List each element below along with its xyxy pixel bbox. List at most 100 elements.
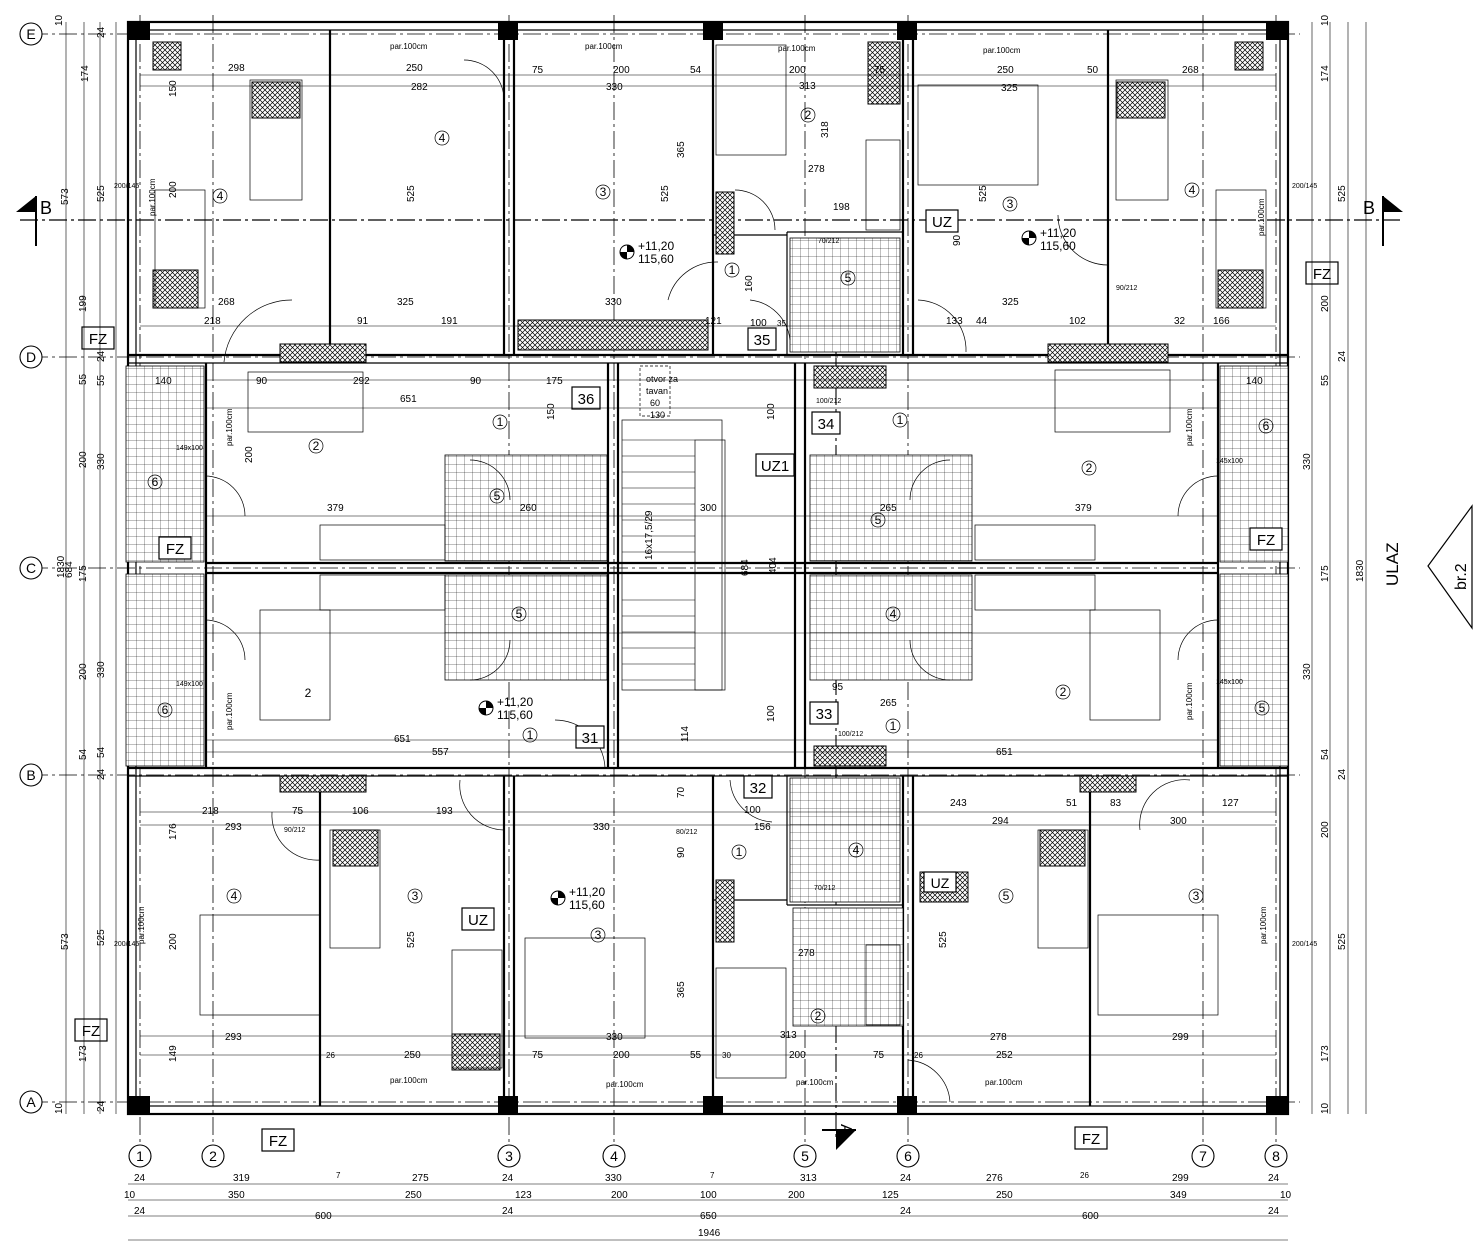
svg-text:par.100cm: par.100cm (778, 44, 816, 53)
svg-text:90: 90 (470, 376, 482, 387)
svg-text:313: 313 (780, 1030, 797, 1041)
svg-text:75: 75 (873, 1050, 885, 1061)
svg-text:60: 60 (650, 398, 660, 408)
svg-text:24: 24 (900, 1206, 912, 1217)
svg-text:278: 278 (990, 1032, 1007, 1043)
unit-35-tag: 35 (754, 332, 771, 349)
svg-text:95: 95 (832, 682, 844, 693)
furniture (154, 44, 1267, 1079)
svg-text:100: 100 (744, 805, 761, 816)
svg-text:651: 651 (996, 747, 1013, 758)
svg-text:par.100cm: par.100cm (390, 1076, 428, 1085)
axis-label-e: E (26, 26, 35, 42)
uz-tag: UZ (932, 214, 952, 231)
svg-text:200: 200 (613, 65, 630, 76)
parapet-labels: par.100cm par.100cm par.100cm par.100cm … (137, 42, 1268, 1089)
svg-text:282: 282 (411, 82, 428, 93)
svg-text:292: 292 (353, 376, 370, 387)
svg-text:3: 3 (1193, 889, 1200, 903)
svg-text:tavan: tavan (646, 386, 668, 396)
svg-text:319: 319 (233, 1173, 250, 1184)
svg-text:268: 268 (218, 297, 235, 308)
svg-text:330: 330 (605, 297, 622, 308)
svg-text:330: 330 (606, 1032, 623, 1043)
axis-bubbles-horizontal: E D C B A (19, 22, 43, 1114)
svg-text:365: 365 (676, 141, 687, 158)
fz-tag: FZ (166, 541, 184, 558)
svg-text:525: 525 (1337, 185, 1348, 202)
axis-label-c: C (26, 560, 36, 576)
svg-text:200: 200 (789, 65, 806, 76)
svg-text:200: 200 (1320, 821, 1331, 838)
svg-text:70: 70 (676, 786, 687, 798)
svg-text:265: 265 (880, 503, 897, 514)
svg-text:684: 684 (740, 559, 751, 576)
svg-text:265: 265 (880, 698, 897, 709)
tiled-areas (125, 237, 1289, 1027)
svg-text:100/212: 100/212 (838, 731, 863, 738)
svg-text:525: 525 (938, 931, 949, 948)
svg-text:par.100cm: par.100cm (1185, 682, 1194, 720)
svg-text:557: 557 (432, 747, 449, 758)
svg-text:200/145: 200/145 (114, 183, 139, 190)
svg-text:140: 140 (155, 376, 172, 387)
interior-dimension-lines (140, 74, 1276, 1056)
right-dimensions: 10 174 525 200 24 55 330 175 330 54 24 2… (1302, 14, 1367, 1114)
svg-text:149x100: 149x100 (176, 445, 203, 452)
staircase: 16x17,5/29 otvor za tavan 60 130 (621, 365, 726, 691)
svg-text:115,60: 115,60 (497, 708, 533, 722)
svg-text:par.100cm: par.100cm (606, 1080, 644, 1089)
svg-text:75: 75 (532, 65, 544, 76)
svg-text:525: 525 (406, 931, 417, 948)
svg-text:6: 6 (1263, 419, 1270, 433)
svg-text:160: 160 (744, 275, 755, 292)
svg-text:149: 149 (168, 1045, 179, 1062)
svg-text:2: 2 (305, 686, 312, 700)
svg-text:44: 44 (976, 316, 988, 327)
svg-text:651: 651 (400, 394, 417, 405)
svg-text:330: 330 (96, 453, 107, 470)
svg-text:54: 54 (78, 748, 89, 760)
building-label: br.2 (1453, 563, 1470, 590)
svg-text:140: 140 (1246, 376, 1263, 387)
svg-text:24: 24 (900, 1173, 912, 1184)
opening-labels: 200/145 200/145 200/145 200/145 90/212 9… (114, 183, 1317, 948)
svg-text:par.100cm: par.100cm (148, 178, 157, 216)
svg-text:325: 325 (397, 297, 414, 308)
svg-text:175: 175 (78, 565, 89, 582)
svg-text:250: 250 (404, 1050, 421, 1061)
svg-text:174: 174 (80, 65, 91, 82)
svg-text:525: 525 (1337, 933, 1348, 950)
svg-text:54: 54 (1320, 748, 1331, 760)
fz-tag: FZ (89, 331, 107, 348)
svg-text:200/145: 200/145 (114, 941, 139, 948)
svg-text:115,60: 115,60 (569, 898, 605, 912)
svg-text:10: 10 (54, 14, 65, 26)
bottom-dimensions: 24 319 7 275 24 330 7 313 24 276 26 299 … (124, 1171, 1292, 1241)
svg-text:200: 200 (789, 1050, 806, 1061)
svg-text:330: 330 (605, 1173, 622, 1184)
svg-text:294: 294 (992, 816, 1009, 827)
svg-text:50: 50 (1087, 65, 1099, 76)
svg-text:114: 114 (680, 726, 691, 742)
svg-text:A: A (837, 1124, 854, 1135)
svg-text:199: 199 (78, 295, 89, 312)
svg-text:5: 5 (875, 513, 882, 527)
section-marker-b-left: B (16, 196, 52, 246)
fz-tag: FZ (1082, 1131, 1100, 1148)
svg-text:24: 24 (96, 768, 107, 780)
svg-text:404: 404 (768, 557, 779, 574)
unit-31-tag: 31 (582, 730, 599, 747)
svg-text:200: 200 (78, 663, 89, 680)
svg-text:1: 1 (736, 845, 743, 859)
svg-text:200/145: 200/145 (1292, 941, 1317, 948)
svg-text:par.100cm: par.100cm (796, 1078, 834, 1087)
svg-text:2: 2 (815, 1009, 822, 1023)
svg-text:32: 32 (1174, 316, 1186, 327)
svg-text:par.100cm: par.100cm (1257, 198, 1266, 236)
svg-text:4: 4 (217, 189, 224, 203)
svg-text:100: 100 (766, 705, 777, 722)
svg-text:300: 300 (1170, 816, 1187, 827)
svg-text:330: 330 (593, 822, 610, 833)
